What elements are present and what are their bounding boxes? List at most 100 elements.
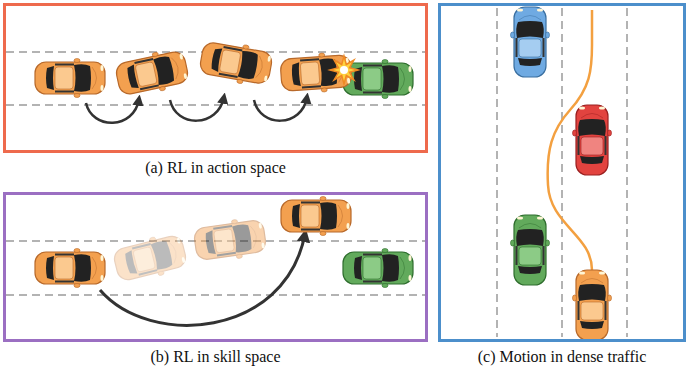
car-body xyxy=(514,7,546,77)
car-headlight xyxy=(409,66,412,72)
car-headlight xyxy=(599,272,605,275)
car-mirror xyxy=(231,219,237,224)
car-mirror xyxy=(149,237,156,242)
car-roof xyxy=(135,62,157,87)
car-headlight xyxy=(517,9,523,12)
car-orange xyxy=(193,216,268,264)
car-mirror xyxy=(608,295,612,301)
car-hood xyxy=(400,68,405,90)
car-side-window xyxy=(217,252,236,257)
panel-caption: (c) Motion in dense traffic xyxy=(438,348,686,366)
car-side-window xyxy=(132,243,151,250)
collision-burst xyxy=(330,56,358,84)
car-side-window xyxy=(363,254,382,256)
car-side-window xyxy=(605,136,607,155)
car-mirror xyxy=(159,86,166,91)
car-body xyxy=(114,50,189,96)
car-body xyxy=(35,252,105,284)
car-windshield xyxy=(74,64,91,92)
car-rear-window xyxy=(518,266,542,274)
car-orange xyxy=(198,38,274,89)
car-body xyxy=(35,62,105,94)
car-mirror xyxy=(511,32,515,38)
car-hood xyxy=(581,279,603,284)
car-red xyxy=(573,105,612,175)
car-windshield xyxy=(578,119,606,136)
car-hood xyxy=(519,16,541,21)
car-roof xyxy=(581,137,603,155)
car-windshield xyxy=(320,202,337,230)
car-side-window xyxy=(300,58,319,61)
lane-marking xyxy=(6,104,425,106)
car-side-window xyxy=(363,92,382,94)
car-side-window xyxy=(219,73,238,78)
collision-center xyxy=(340,66,348,74)
car-mirror xyxy=(546,32,550,38)
car-mirror xyxy=(573,295,577,301)
car-roof xyxy=(133,247,156,273)
car-side-window xyxy=(543,246,545,265)
car-side-window xyxy=(301,229,320,231)
car-mirror xyxy=(243,44,250,49)
panel: (b) RL in skill space xyxy=(3,192,428,366)
car-rear-window xyxy=(291,62,301,86)
car-mirror xyxy=(382,284,388,288)
car-headlight xyxy=(258,222,262,228)
car-headlight xyxy=(179,53,183,59)
car-mirror xyxy=(74,284,80,288)
panel: (a) RL in action space xyxy=(3,3,428,177)
car-green xyxy=(511,215,550,285)
car-headlight xyxy=(537,9,543,12)
car-mirror xyxy=(382,60,388,64)
car-rear-window xyxy=(292,204,300,228)
car-headlight xyxy=(409,86,412,92)
car-orange xyxy=(114,47,191,100)
car-headlight xyxy=(579,107,585,110)
car-side-window xyxy=(516,246,518,265)
car-hood xyxy=(92,67,97,89)
car-orange xyxy=(35,59,105,98)
car-headlight xyxy=(517,217,523,220)
car-headlight xyxy=(101,255,104,261)
car-mirror xyxy=(236,254,242,259)
car-roof xyxy=(55,67,73,89)
car-green xyxy=(343,249,413,288)
car-body xyxy=(199,41,273,85)
car-mirror xyxy=(74,94,80,98)
car-body xyxy=(576,270,608,340)
motion-arrow xyxy=(86,99,139,123)
lane-marking xyxy=(626,8,628,337)
car-mirror xyxy=(320,232,326,236)
car-side-window xyxy=(578,301,580,320)
panel-caption: (a) RL in action space xyxy=(3,159,428,177)
car-roof xyxy=(300,62,319,85)
car-headlight xyxy=(101,65,104,71)
panel-frame xyxy=(3,192,428,342)
car-rear-window xyxy=(580,156,604,164)
lane-marking xyxy=(6,294,425,296)
car-hood xyxy=(400,257,405,279)
car-hood xyxy=(581,114,603,119)
car-side-window xyxy=(55,281,74,283)
car-windshield xyxy=(74,254,91,282)
car-side-window xyxy=(140,84,159,90)
car-headlight xyxy=(409,275,412,281)
car-rear-window xyxy=(210,47,222,72)
car-side-window xyxy=(363,281,382,283)
car-headlight xyxy=(537,217,543,220)
car-side-window xyxy=(516,38,518,57)
car-rear-window xyxy=(205,230,216,255)
car-roof xyxy=(219,50,241,75)
motion-arrow xyxy=(170,97,224,121)
car-roof xyxy=(519,39,541,57)
car-headlight xyxy=(183,73,187,79)
car-mirror xyxy=(158,271,165,276)
car-mirror xyxy=(237,79,244,84)
car-headlight xyxy=(181,257,185,264)
car-mirror xyxy=(608,130,612,136)
car-roof xyxy=(363,68,381,90)
car-body xyxy=(193,219,267,260)
car-side-window xyxy=(605,301,607,320)
